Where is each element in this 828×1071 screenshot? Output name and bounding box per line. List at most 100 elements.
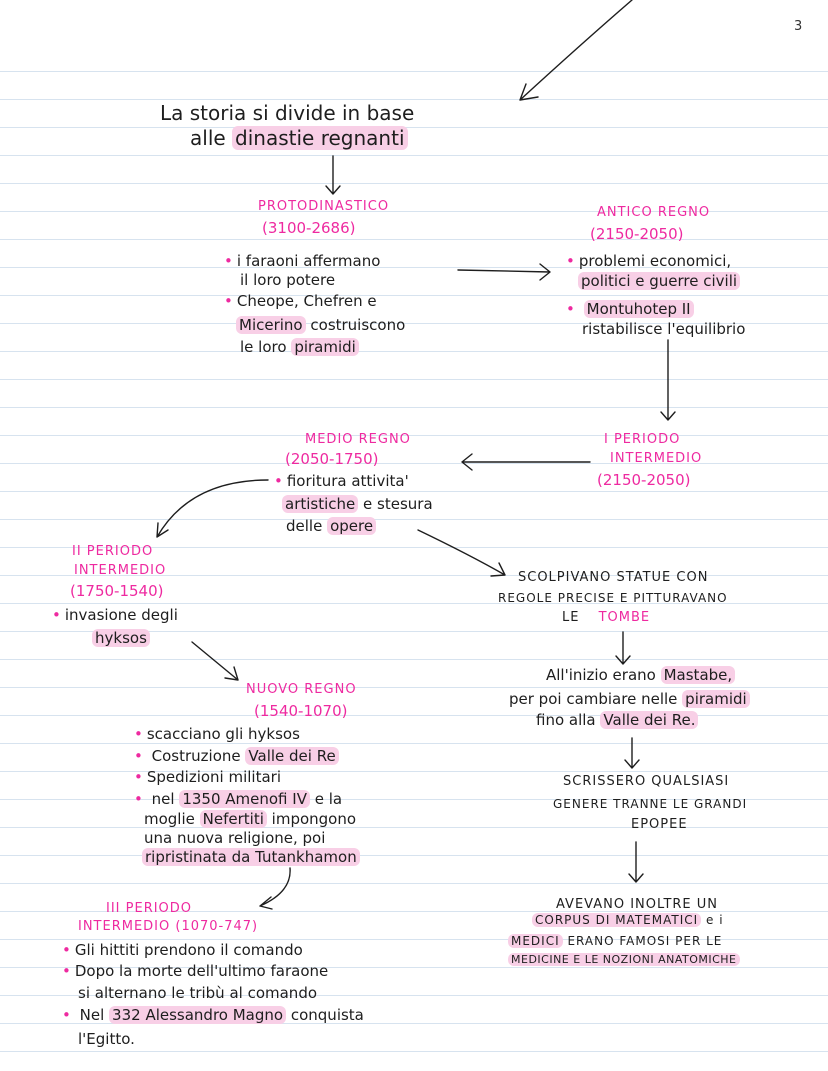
ruled-line [0,1023,828,1024]
antico-bullet-1: problemi economici, [566,254,731,269]
terzo-alessandro: 332 Alessandro Magno [109,1006,287,1024]
ruled-line [0,267,828,268]
nuovo-tutankhamon: ripristinata da Tutankhamon [142,848,360,866]
terzo-nel: Nel [79,1006,105,1024]
statue-tombe: TOMBE [598,610,651,625]
proto-costruiscono: costruiscono [310,316,406,334]
secondo-hyksos: hyksos [92,629,150,647]
terzo-conquista: conquista [290,1006,364,1024]
terzo-bullet-2: Dopo la morte dell'ultimo faraone [62,964,328,979]
medio-opere: opere [327,517,377,535]
medio-dates: (2050-1750) [285,450,379,468]
terzo-bullet-2-cont: si alternano le tribù al comando [78,984,318,1002]
ruled-line [0,435,828,436]
proto-bullet-2-line-2: Micerino costruiscono [236,316,406,334]
mastabe-piramidi: piramidi [682,690,750,708]
ruled-line [0,575,828,576]
medio-line-3: delle opere [286,517,377,535]
ruled-line [0,659,828,660]
antico-bullet-2: Montuhotep II [566,300,694,318]
ruled-line [0,743,828,744]
ruled-line [0,183,828,184]
ruled-line [0,995,828,996]
arrow-antico-to-primo [660,339,676,421]
avevano-corpus: CORPUS DI MATEMATICI [532,913,702,927]
proto-bullet-2-line-3: le loro piramidi [240,338,359,356]
terzo-bullet-3-cont: l'Egitto. [78,1030,135,1048]
ruled-line [0,631,828,632]
ruled-line [0,547,828,548]
nuovo-title: NUOVO REGNO [246,682,357,697]
terzo-bullet-1: Gli hittiti prendono il comando [62,943,303,958]
intro-line-2-prefix: alle [190,126,226,150]
medio-line-2: artistiche e stesura [282,495,433,513]
mastabe-valle: Valle dei Re. [600,711,699,729]
avevano-line-4: MEDICINE E LE NOZIONI ANATOMICHE [508,953,740,966]
nuovo-nel: nel [151,790,175,808]
terzo-bullet-3: Nel 332 Alessandro Magno conquista [62,1006,364,1024]
nuovo-valle-dei-re: Valle dei Re [245,747,339,765]
ruled-line [0,463,828,464]
scrissero-line-2: GENERE TRANNE LE GRANDI [553,797,748,811]
ruled-line [0,715,828,716]
medio-artistiche: artistiche [282,495,359,513]
arrow-intro-to-proto [325,155,341,195]
proto-piramidi: piramidi [291,338,359,356]
nuovo-bullet-1: scacciano gli hyksos [134,727,300,742]
antico-bullet-1-cont: politici e guerre civili [578,272,741,290]
ruled-line [0,239,828,240]
ruled-line [0,911,828,912]
nuovo-line-5: moglie Nefertiti impongono [144,810,357,828]
scrissero-line-1: SCRISSERO QUALSIASI [563,774,730,789]
proto-bullet-1-cont: il loro potere [240,271,336,289]
statue-line-3: LE TOMBE [562,611,650,624]
mastabe-all-inizio: All'inizio erano [546,666,656,684]
ruled-line [0,855,828,856]
ruled-line [0,967,828,968]
mastabe-line-3: fino alla Valle dei Re. [536,711,699,729]
antico-montuhotep: Montuhotep II [583,300,694,318]
page-number: 3 [794,19,803,34]
secondo-title: II PERIODO [72,544,154,559]
ruled-line [0,379,828,380]
nuovo-impongono: impongono [271,810,357,828]
avevano-line-2: CORPUS DI MATEMATICI e i [532,913,724,927]
ruled-line [0,603,828,604]
nuovo-nefertiti: Nefertiti [199,810,267,828]
primo-intermedio: INTERMEDIO [610,451,703,466]
avevano-medicine: MEDICINE E LE NOZIONI ANATOMICHE [508,953,740,966]
ruled-line [0,771,828,772]
nuovo-moglie: moglie [144,810,195,828]
ruled-line [0,295,828,296]
antico-bullet-2-cont: ristabilisce l'equilibrio [582,320,746,338]
ruled-line [0,211,828,212]
ruled-line [0,155,828,156]
medio-title: MEDIO REGNO [305,432,411,447]
proto-bullet-2: Cheope, Chefren e [224,294,377,309]
terzo-intermedio: INTERMEDIO (1070-747) [78,919,259,934]
ruled-line [0,99,828,100]
ruled-line [0,323,828,324]
mastabe-fino-alla: fino alla [536,711,596,729]
medio-delle: delle [286,517,323,535]
antico-dates: (2150-2050) [590,225,684,243]
proto-le-loro: le loro [240,338,287,356]
nuovo-e-la: e la [314,790,343,808]
secondo-dates: (1750-1540) [70,582,164,600]
terzo-title: III PERIODO [106,901,193,916]
proto-dates: (3100-2686) [262,219,356,237]
mastabe-line-1: All'inizio erano Mastabe, [546,666,736,684]
antico-politici: politici e guerre civili [578,272,741,290]
mastabe-mastabe: Mastabe, [660,666,736,684]
nuovo-bullet-4: nel 1350 Amenofi IV e la [134,790,343,808]
nuovo-bullet-2: Costruzione Valle dei Re [134,747,339,765]
intro-line-2: alle dinastie regnanti [190,126,408,150]
ruled-line [0,1051,828,1052]
ruled-line [0,939,828,940]
mastabe-per-poi: per poi cambiare nelle [509,690,678,708]
arrow-secondo-to-nuovo [191,641,239,681]
arrow-medio-to-secondo [156,479,269,538]
ruled-line [0,799,828,800]
arrow-scrissero-to-avevano [628,841,644,883]
